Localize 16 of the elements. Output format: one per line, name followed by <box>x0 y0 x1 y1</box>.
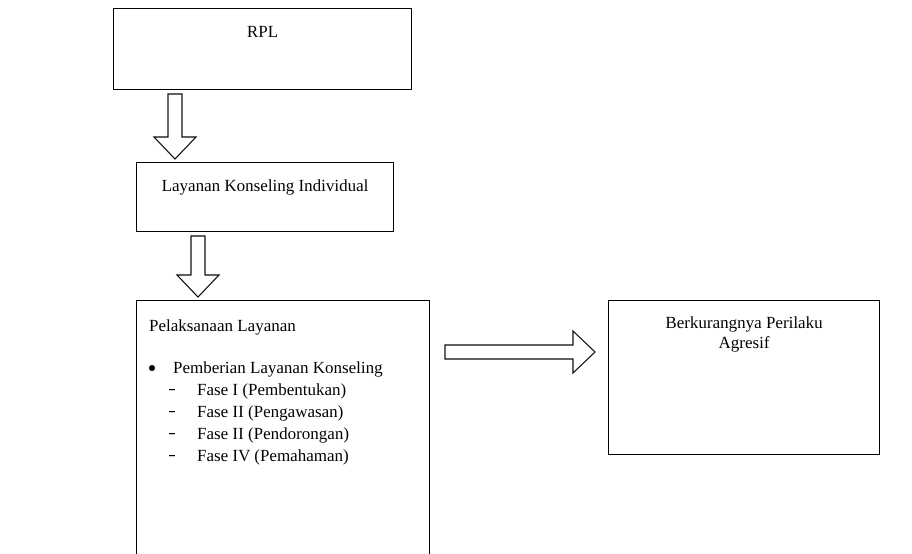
box-label: Layanan Konseling Individual <box>162 175 368 197</box>
list-item: Pemberian Layanan Konseling <box>173 356 383 378</box>
list-item: Fase IV (Pemahaman) <box>197 444 349 466</box>
box-label: Berkurangnya Perilaku Agresif <box>664 313 824 353</box>
list-item: Fase II (Pengawasan) <box>197 400 344 422</box>
box-label: RPL <box>246 21 278 43</box>
block-arrow <box>152 93 198 160</box>
list-item: Fase I (Pembentukan) <box>197 378 346 400</box>
list-item: Fase II (Pendorongan) <box>197 422 350 444</box>
process-box <box>136 162 394 232</box>
box-heading: Pelaksanaan Layanan <box>149 316 296 335</box>
process-box <box>113 8 412 90</box>
block-arrow <box>444 330 596 374</box>
block-arrow <box>176 235 220 298</box>
process-box <box>608 300 880 455</box>
process-box <box>136 300 430 554</box>
